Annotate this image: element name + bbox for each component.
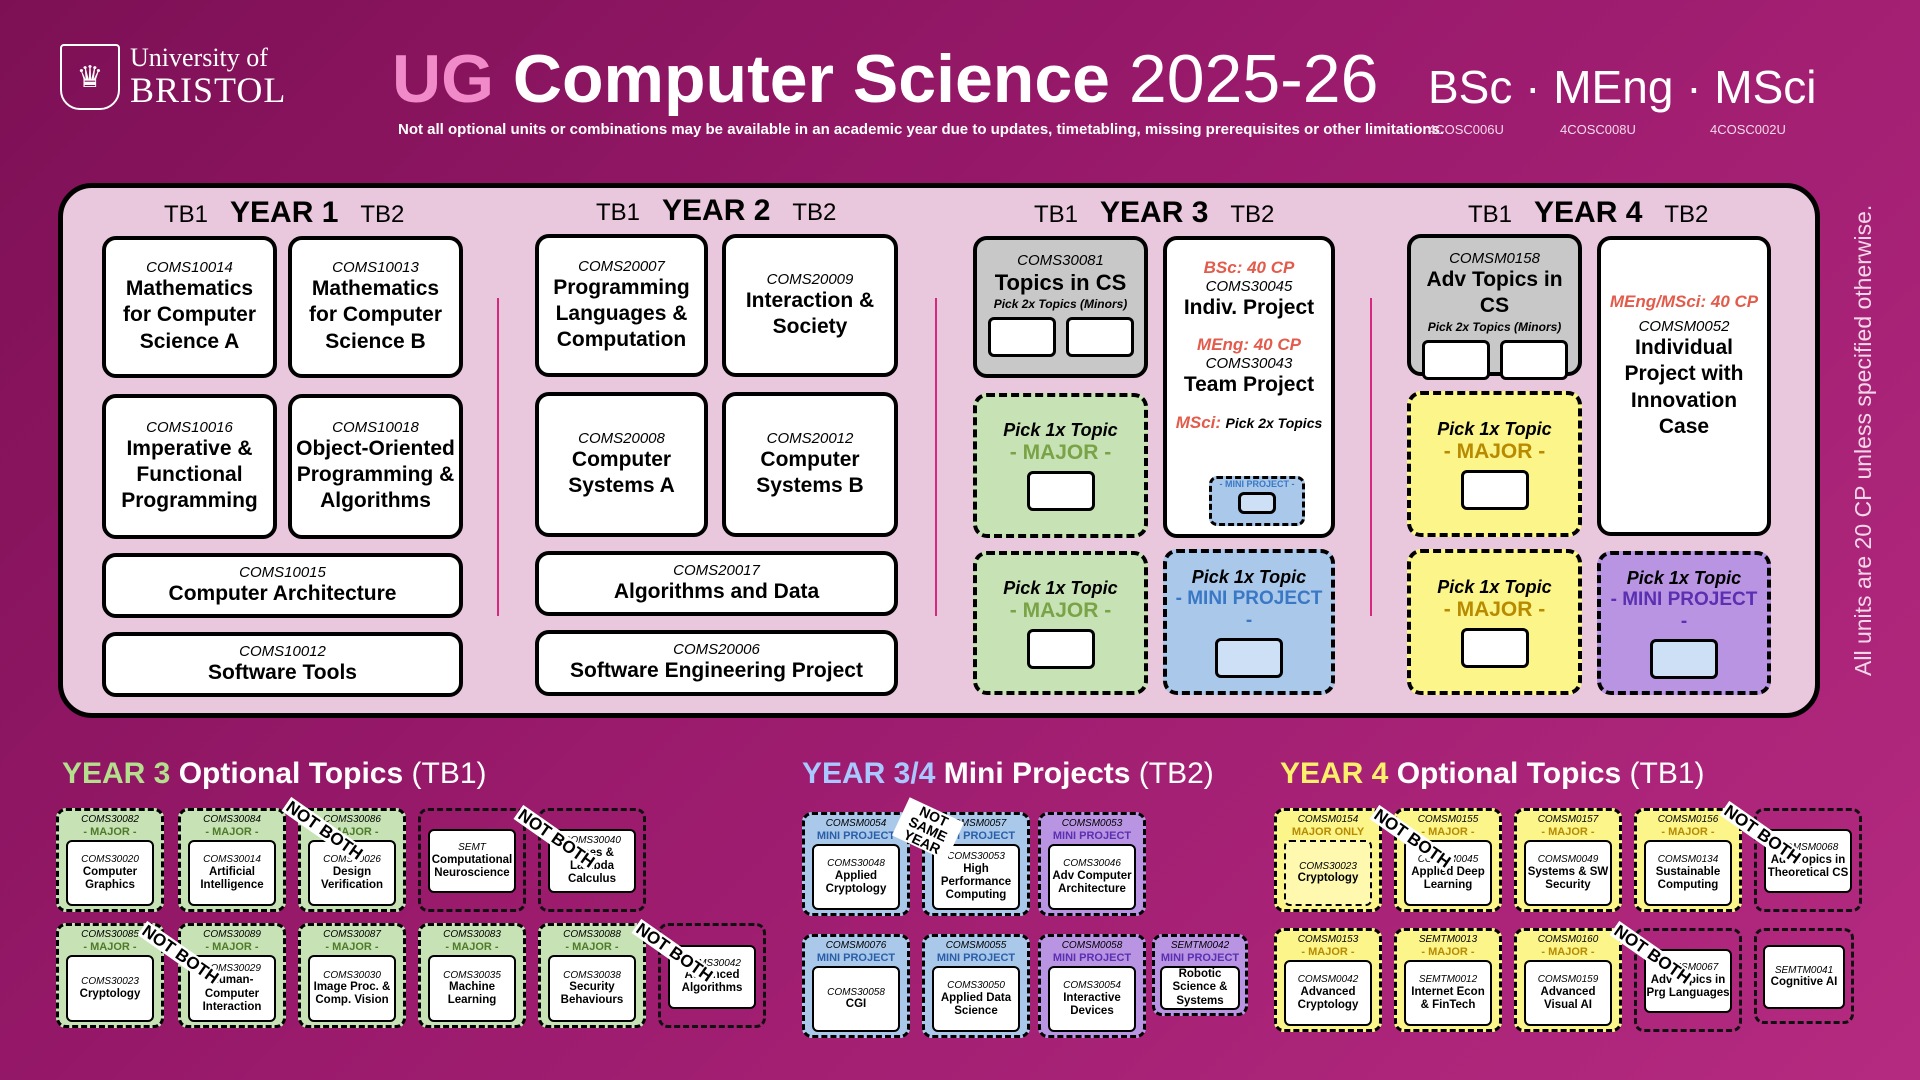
year4-optional-header: YEAR 4 Optional Topics (TB1) (1280, 757, 1705, 790)
year3-major-pick-2[interactable]: Pick 1x Topic - MAJOR - (973, 551, 1148, 695)
page-title: UG Computer Science 2025-26 (392, 41, 1379, 117)
availability-note: Not all optional units or combinations m… (398, 121, 1445, 138)
logo-line2: BRISTOL (130, 69, 287, 110)
year4-major-pick-1[interactable]: Pick 1x Topic - MAJOR - (1407, 391, 1582, 537)
year-divider (497, 298, 499, 616)
degree-code-bsc: 4COSC006U (1428, 122, 1504, 137)
unit-comsm0052[interactable]: MEng/MSci: 40 CP COMSM0052 Individual Pr… (1597, 236, 1771, 536)
major-slot[interactable] (1460, 627, 1529, 668)
msci-mini-project-slot[interactable]: - MINI PROJECT - (1209, 476, 1305, 526)
degree-code-meng: 4COSC008U (1560, 122, 1636, 137)
mini-slot[interactable] (1650, 638, 1718, 679)
minor-slot[interactable] (987, 316, 1056, 357)
topic-comsm0155[interactable]: COMSM0155- MAJOR - COMSM0045Applied Deep… (1394, 808, 1502, 912)
major-slot[interactable] (1026, 628, 1095, 669)
year3-optional-header: YEAR 3 Optional Topics (TB1) (62, 757, 487, 790)
mini-projects-header: YEAR 3/4 Mini Projects (TB2) (802, 757, 1214, 790)
year-divider (1370, 298, 1372, 616)
degree-list: BSc · MEng · MSci (1428, 61, 1817, 113)
unit-coms30081[interactable]: COMS30081 Topics in CS Pick 2x Topics (M… (973, 236, 1148, 378)
unit-comsm0158[interactable]: COMSM0158 Adv Topics in CS Pick 2x Topic… (1407, 234, 1582, 380)
degree-code-msci: 4COSC002U (1710, 122, 1786, 137)
year-divider (935, 298, 937, 616)
credit-note: All units are 20 CP unless specified oth… (1850, 204, 1876, 676)
crest-icon: ♛ (60, 44, 120, 110)
year4-mini-pick[interactable]: Pick 1x Topic - MINI PROJECT - (1597, 551, 1771, 695)
year3-major-pick-1[interactable]: Pick 1x Topic - MAJOR - (973, 393, 1148, 538)
minor-slot[interactable] (1065, 316, 1134, 357)
minor-slot[interactable] (1499, 339, 1568, 380)
university-logo: ♛ University of BRISTOL (60, 42, 290, 112)
minor-slot[interactable] (1421, 339, 1490, 380)
mini-slot[interactable] (1215, 637, 1283, 678)
major-slot[interactable] (1460, 469, 1529, 510)
year3-mini-pick[interactable]: Pick 1x Topic - MINI PROJECT - (1163, 549, 1335, 695)
logo-line1: University of (130, 43, 268, 73)
year4-major-pick-2[interactable]: Pick 1x Topic - MAJOR - (1407, 549, 1582, 695)
major-slot[interactable] (1026, 471, 1095, 511)
year3-project-unit[interactable]: BSc: 40 CP COMS30045 Indiv. Project MEng… (1163, 236, 1335, 538)
